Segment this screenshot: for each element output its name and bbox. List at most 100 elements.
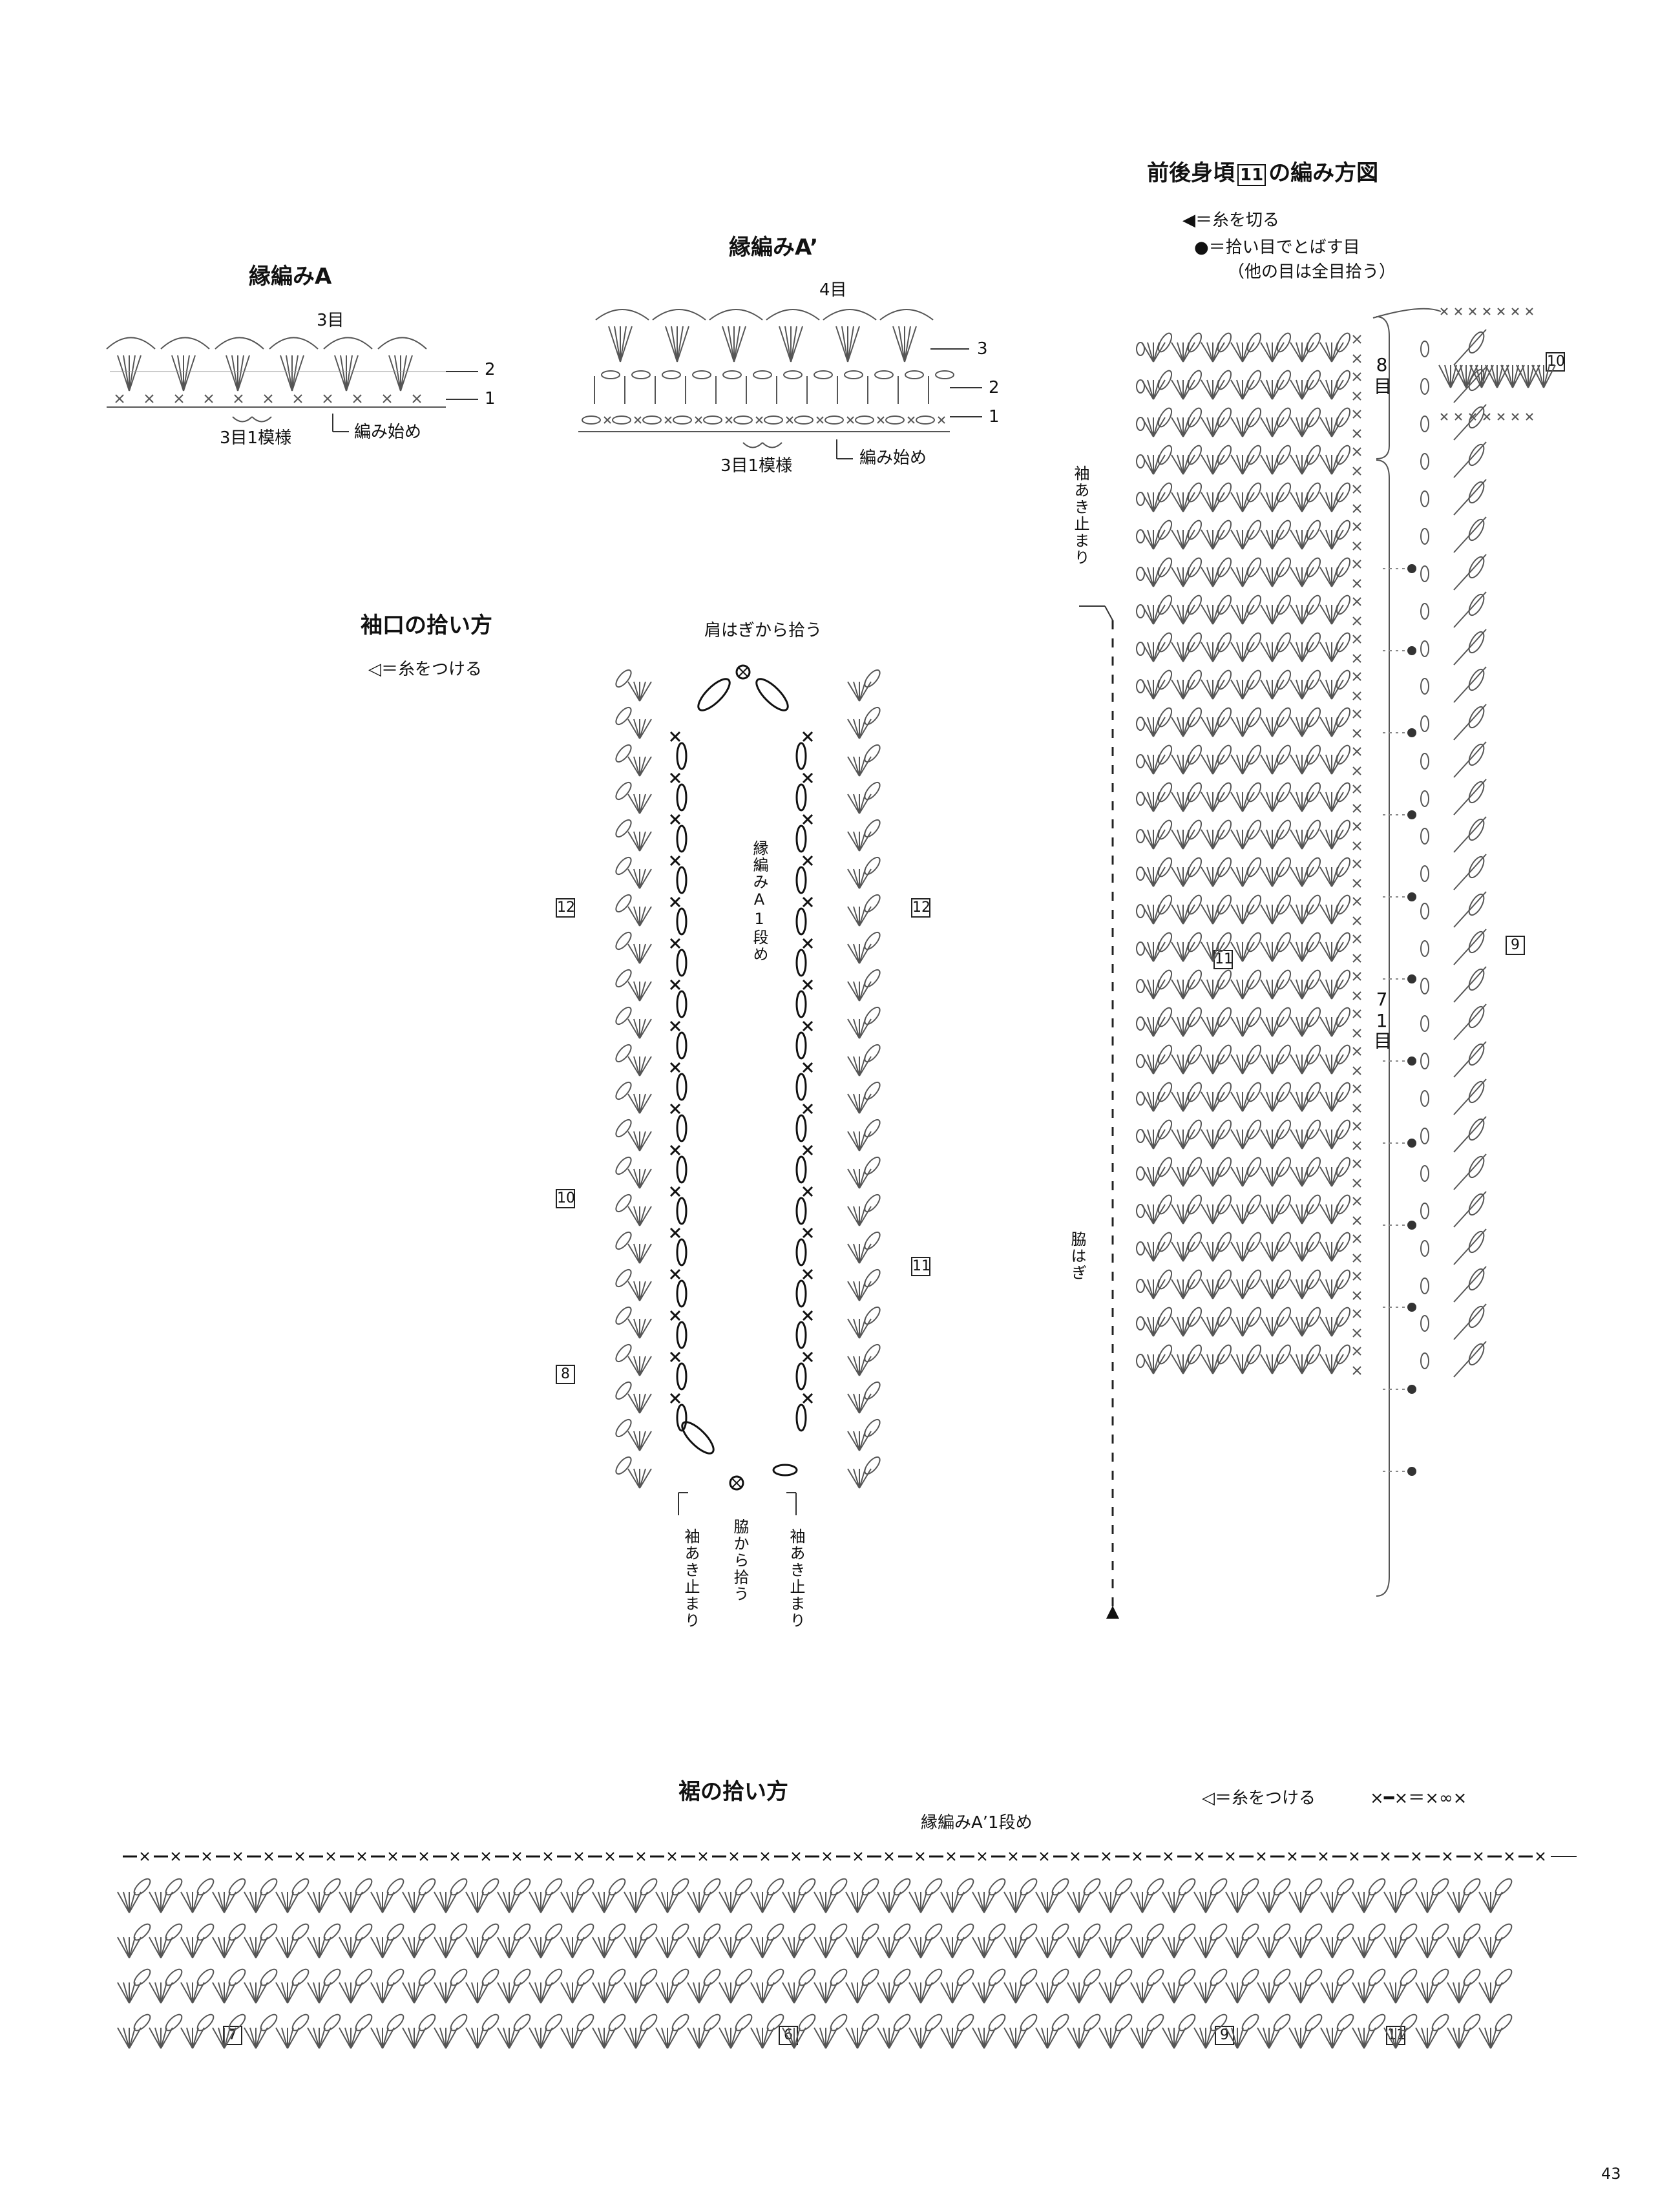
chain-symbol — [1306, 1007, 1321, 1027]
fan-stitch-symbol — [255, 1937, 262, 1959]
fan-stitch-symbol — [1447, 1982, 1460, 2004]
single-crochet-symbol — [543, 1852, 552, 1861]
fan-stitch-symbol — [1325, 941, 1332, 962]
fan-stitch-symbol — [847, 1356, 860, 1376]
chain-symbol — [615, 1343, 632, 1363]
chain-symbol — [1276, 1344, 1292, 1365]
single-crochet-symbol — [730, 1852, 739, 1861]
fan-stitch-symbol — [534, 1982, 541, 2004]
fan-stitch-symbol — [1320, 1891, 1333, 1913]
chain-symbol — [1336, 557, 1351, 578]
fan-stitch-symbol — [1444, 364, 1451, 388]
fan-stitch-symbol — [1522, 364, 1529, 388]
fan-stitch-symbol — [639, 681, 652, 702]
fan-stitch-symbol — [920, 1891, 927, 1913]
fan-stitch-symbol — [313, 1982, 320, 2004]
fan-stitch-symbol — [244, 2027, 257, 2049]
skip-stitch-dot — [1407, 1139, 1416, 1148]
chain-symbol — [1336, 1968, 1354, 1986]
fan-stitch-symbol — [1206, 567, 1213, 587]
single-crochet-symbol — [171, 1852, 180, 1861]
fan-stitch-symbol — [1212, 754, 1225, 775]
single-crochet-symbol — [1257, 1852, 1266, 1861]
fan-stitch-symbol — [1260, 1166, 1273, 1187]
fan-stitch-symbol — [1041, 1937, 1048, 1959]
chain-symbol — [1246, 1082, 1262, 1102]
fan-stitch-symbol — [445, 1937, 458, 1959]
fan-stitch-symbol — [509, 2027, 521, 2049]
fan-stitch-symbol — [572, 1937, 579, 1959]
fan-stitch-symbol — [633, 1206, 640, 1226]
fan-stitch-symbol — [1182, 417, 1195, 437]
fan-stitch-symbol — [117, 355, 130, 392]
chain-symbol — [1136, 1016, 1145, 1031]
chain-symbol — [1306, 1269, 1321, 1290]
fan-stitch-symbol — [883, 1937, 890, 1959]
fan-stitch-symbol — [847, 1468, 860, 1489]
fan-stitch-symbol — [1130, 1982, 1143, 2004]
fan-stitch-symbol — [1009, 2027, 1016, 2049]
fan-stitch-symbol — [1201, 1016, 1213, 1037]
chain-symbol — [1217, 894, 1232, 915]
fan-stitch-symbol — [1490, 1982, 1497, 2004]
single-crochet-symbol — [669, 1103, 681, 1115]
fan-stitch-symbol — [1242, 679, 1255, 700]
fan-stitch-symbol — [1206, 604, 1213, 625]
fan-stitch-symbol — [859, 1431, 872, 1451]
fan-stitch-symbol — [1153, 642, 1166, 662]
chain-symbol — [1136, 979, 1145, 993]
chain-symbol — [1336, 594, 1351, 615]
chain-symbol — [513, 1968, 531, 1986]
skip-stitch-dot — [1407, 728, 1416, 737]
fan-stitch-symbol — [1201, 1316, 1213, 1337]
fan-stitch-symbol — [434, 1891, 446, 1913]
fan-stitch-symbol — [540, 1982, 553, 2004]
chain-symbol — [1420, 1240, 1429, 1257]
chain-symbol — [1431, 1923, 1449, 1941]
count-bracket-top — [1376, 316, 1390, 459]
single-crochet-symbol — [698, 1852, 708, 1861]
chain-symbol — [671, 1968, 689, 1986]
fan-stitch-symbol — [1301, 1016, 1314, 1037]
fan-stitch-symbol — [1395, 1982, 1408, 2004]
fan-stitch-symbol — [847, 1243, 860, 1264]
fan-stitch-symbol — [853, 681, 860, 702]
fan-stitch-symbol — [1453, 2027, 1460, 2049]
fan-stitch-symbol — [1290, 904, 1303, 925]
fan-stitch-symbol — [1142, 2027, 1149, 2049]
fan-stitch-symbol — [149, 1937, 162, 1959]
fan-stitch-symbol — [1325, 1241, 1332, 1262]
chain-symbol — [1306, 1157, 1321, 1177]
chain-symbol — [228, 2013, 246, 2032]
cuff-pickup-chart — [615, 664, 881, 1515]
chain-symbol — [874, 370, 894, 379]
fan-stitch-symbol — [376, 2027, 383, 2049]
fan-stitch-symbol — [1078, 2027, 1086, 2049]
fan-stitch-symbol — [1237, 1937, 1250, 1959]
cuff-title: 袖口の拾い方 — [361, 613, 492, 638]
fan-stitch-symbol — [237, 355, 244, 392]
fan-stitch-symbol — [1242, 1354, 1255, 1374]
chain-symbol — [1083, 1878, 1101, 1896]
hem-title: 裾の拾い方 — [678, 1779, 788, 1805]
fan-stitch-symbol — [946, 2027, 953, 2049]
fan-stitch-symbol — [471, 2027, 478, 2049]
fan-stitch-symbol — [756, 1982, 763, 2004]
fan-stitch-symbol — [1543, 364, 1556, 388]
fan-stitch-symbol — [859, 719, 872, 739]
chain-symbol — [1420, 1165, 1429, 1182]
fan-stitch-symbol — [1294, 1982, 1301, 2004]
fan-stitch-symbol — [1447, 1937, 1460, 1959]
fan-stitch-symbol — [779, 326, 792, 363]
single-crochet-symbol — [802, 772, 814, 784]
fan-stitch-symbol — [1242, 1091, 1255, 1112]
fan-stitch-symbol — [687, 1891, 700, 1913]
fan-stitch-symbol — [639, 1093, 646, 1114]
fan-stitch-symbol — [1225, 1982, 1238, 2004]
fan-stitch-symbol — [1395, 1891, 1408, 1913]
single-crochet-symbol — [854, 1852, 863, 1861]
fan-stitch-symbol — [639, 1393, 652, 1414]
fan-stitch-symbol — [790, 326, 797, 363]
fan-stitch-symbol — [892, 326, 905, 363]
chain-symbol — [735, 1878, 753, 1896]
